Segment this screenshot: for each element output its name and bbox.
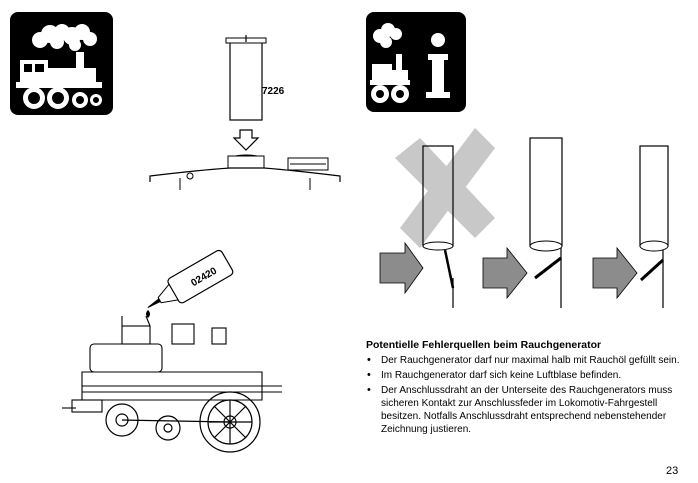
page-number: 23	[666, 465, 679, 477]
smoke-generator-insert-drawing	[140, 30, 350, 195]
generator-wire-diagrams	[375, 118, 685, 308]
bullet-item: Im Rauchgenerator darf sich keine Luftbl…	[366, 369, 691, 382]
steam-locomotive-icon	[10, 12, 113, 115]
bullet-list: Der Rauchgenerator darf nur maximal halb…	[366, 354, 691, 438]
part-number-7226: 7226	[262, 86, 285, 97]
bullet-item: Der Anschlussdraht an der Unterseite des…	[366, 384, 691, 436]
bullet-item: Der Rauchgenerator darf nur maximal halb…	[366, 354, 691, 367]
smoke-oil-bottle-drawing: 02420	[140, 248, 240, 318]
section-heading: Potentielle Fehlerquellen beim Rauchgene…	[366, 339, 602, 351]
locomotive-side-drawing	[62, 316, 282, 466]
wrong-cross-icon	[395, 128, 495, 248]
info-icon	[366, 12, 466, 112]
